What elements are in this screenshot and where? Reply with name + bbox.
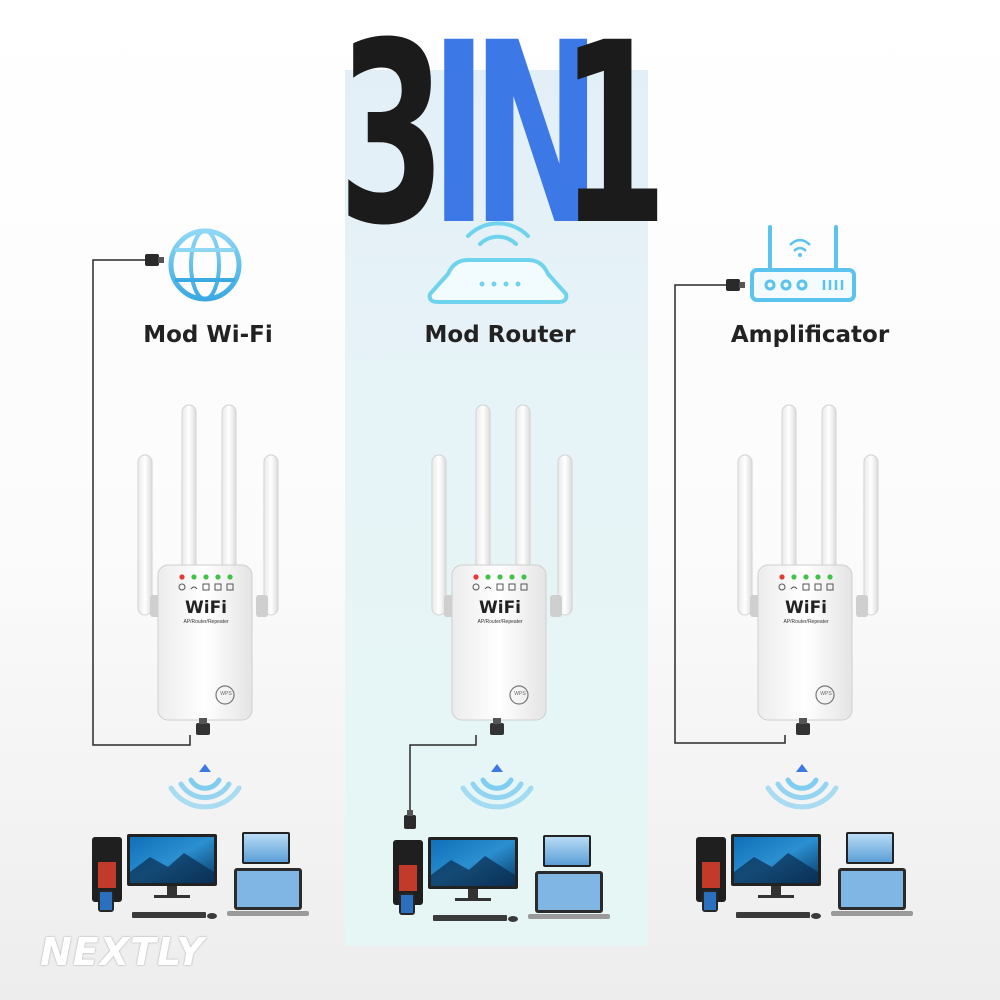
device-label-right: WiFi AP/Router/Repeater	[760, 598, 852, 626]
ethernet-cable-right	[674, 284, 786, 744]
device-subtitle: AP/Router/Repeater	[477, 619, 523, 625]
wps-button-center: WPS	[514, 691, 526, 697]
amplifier-mode-column	[674, 225, 913, 919]
mode-label-wifi: Mod Wi-Fi	[143, 322, 273, 348]
headline-3: 3	[338, 0, 446, 280]
device-logo: WiFi	[784, 598, 828, 618]
device-subtitle: AP/Router/Repeater	[783, 619, 829, 625]
device-logo: WiFi	[478, 598, 522, 618]
repeater-device	[431, 404, 573, 736]
computer-devices-icon	[92, 832, 309, 919]
wifi-signal-icon	[171, 764, 239, 807]
router-signal-icon	[427, 221, 569, 304]
device-subtitle: AP/Router/Repeater	[183, 619, 229, 625]
computer-devices-icon	[393, 835, 610, 922]
wps-button-left: WPS	[220, 691, 232, 697]
mode-label-router: Mod Router	[424, 322, 576, 348]
wifi-mode-column	[92, 228, 309, 919]
ethernet-cable-left	[92, 259, 191, 746]
antenna-router-icon	[750, 225, 856, 302]
wifi-signal-icon	[768, 764, 836, 807]
device-label-left: WiFi AP/Router/Repeater	[160, 598, 252, 626]
repeater-device	[137, 404, 279, 736]
globe-icon	[168, 228, 242, 302]
mode-label-amplifier: Amplificator	[730, 322, 890, 348]
brand-logo: NEXTLY	[40, 930, 205, 974]
device-logo: WiFi	[184, 598, 228, 618]
headline-in: IN	[430, 0, 601, 280]
headline-1: 1	[560, 0, 668, 280]
headline-3in1: 3 IN 1	[0, 0, 1000, 260]
router-mode-column	[393, 221, 610, 922]
repeater-device	[737, 404, 879, 736]
wifi-signal-icon	[463, 764, 531, 807]
ethernet-cable-center	[409, 735, 477, 815]
computer-devices-icon	[696, 832, 913, 919]
wps-button-right: WPS	[820, 691, 832, 697]
device-label-center: WiFi AP/Router/Repeater	[454, 598, 546, 626]
